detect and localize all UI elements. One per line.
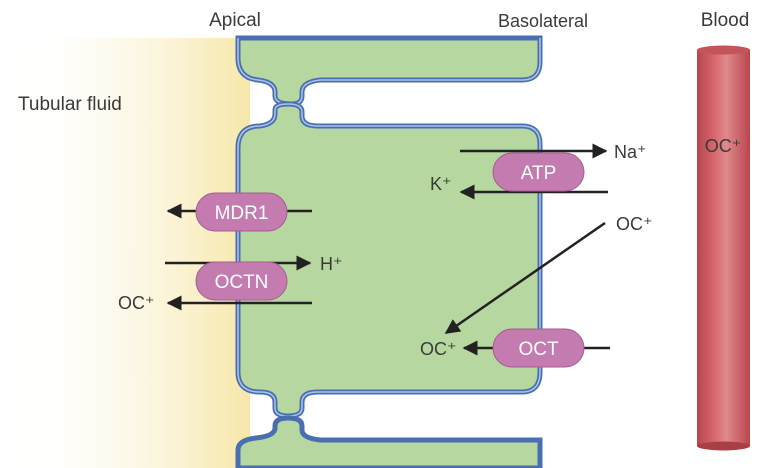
oct-transporter [492, 328, 585, 368]
blood-vessel [697, 50, 750, 446]
apical-label: Apical [209, 10, 261, 31]
mdr1-label: MDR1 [215, 203, 269, 224]
blood-label: Blood [701, 10, 750, 31]
tubular-fluid-label: Tubular fluid [18, 94, 122, 115]
atp-label: ATP [521, 163, 557, 184]
oct-top-label: OC⁺ [616, 214, 653, 234]
lower-cell [235, 415, 543, 468]
octn-oc-label: OC⁺ [118, 293, 155, 313]
blood-vessel-top [697, 45, 750, 55]
blood-vessel-bottom [697, 441, 750, 451]
blood-oc-label: OC⁺ [705, 136, 742, 156]
octn-transporter [195, 261, 288, 301]
atp-transporter [492, 152, 585, 192]
mdr1-transporter [195, 192, 288, 232]
upper-cell [235, 35, 543, 107]
oct-diagonal-arrow [444, 221, 606, 335]
atp-k-label: K⁺ [430, 174, 452, 194]
octn-label: OCTN [215, 272, 269, 293]
atp-na-label: Na⁺ [614, 142, 647, 162]
basolateral-label: Basolateral [498, 11, 588, 31]
oct-left-label: OC⁺ [420, 339, 457, 359]
oct-label: OCT [518, 339, 559, 360]
tubular-fluid-region [0, 38, 250, 468]
octn-h-label: H⁺ [320, 254, 343, 274]
